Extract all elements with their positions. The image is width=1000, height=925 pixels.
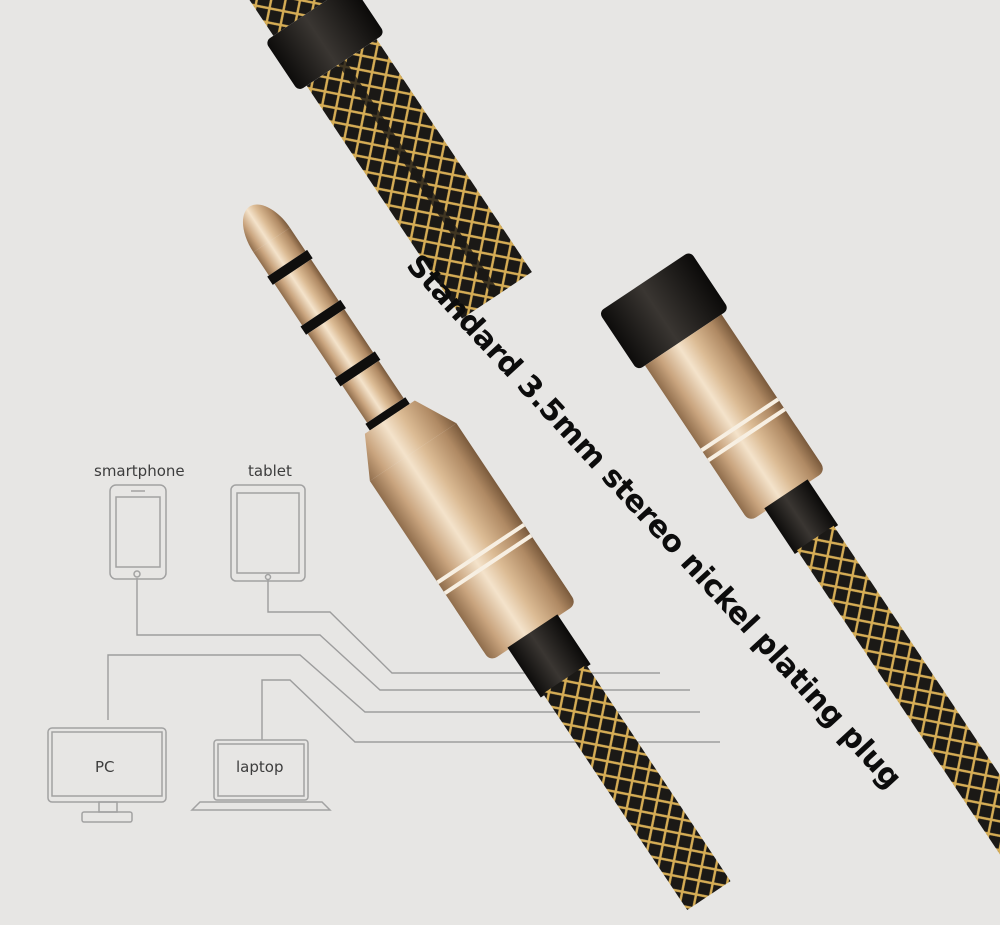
connection-lines	[107, 578, 720, 743]
pc-label: PC	[95, 758, 115, 776]
smartphone-label: smartphone	[94, 462, 185, 480]
tablet-label: tablet	[248, 462, 292, 480]
laptop-label: laptop	[236, 758, 284, 776]
upper-plug-housing	[601, 253, 1000, 900]
laptop-icon	[190, 739, 332, 811]
pc-icon	[47, 727, 167, 823]
main-plug	[243, 204, 731, 910]
upper-cable	[220, 0, 532, 319]
tablet-icon	[230, 484, 306, 582]
smartphone-icon	[109, 484, 167, 580]
